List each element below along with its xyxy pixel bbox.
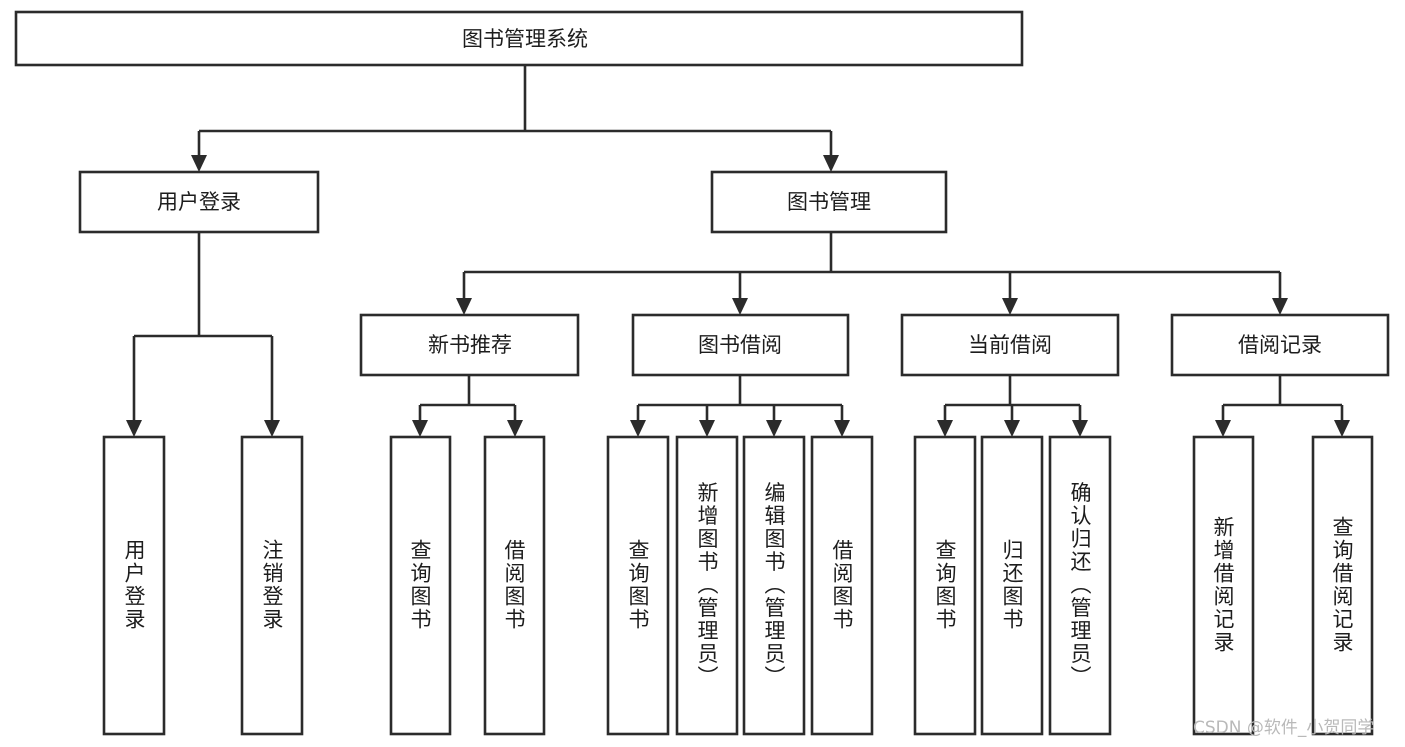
leaf-label: 新增借阅记录 (1211, 516, 1235, 654)
leaf-box[interactable] (675, 435, 739, 736)
leaf-label: 借阅图书 (830, 539, 854, 631)
arrow-head-icon (126, 420, 142, 437)
node-user-login[interactable]: 用户登录 (78, 170, 320, 234)
watermark: CSDN @软件_小贺同学 (1193, 718, 1374, 738)
leaf-book-borrow-3[interactable]: 编辑图书（管理员） (742, 435, 806, 736)
node-new-book-recommend[interactable]: 新书推荐 (359, 313, 580, 377)
arrow-head-icon (1272, 298, 1288, 315)
arrow-head-icon (699, 420, 715, 437)
node-book-management[interactable]: 图书管理 (710, 170, 948, 234)
leaf-label: 查询借阅记录 (1330, 516, 1354, 654)
node-new-book-recommend-box[interactable] (359, 313, 580, 377)
node-book-management-label: 图书管理 (787, 190, 871, 214)
leaf-label: 查询图书 (408, 539, 432, 631)
leaf-box[interactable] (240, 435, 304, 736)
leaf-label: 新增图书（管理员） (695, 482, 719, 689)
node-book-borrow-label: 图书借阅 (698, 333, 782, 357)
node-root-label: 图书管理系统 (462, 27, 588, 51)
leaf-borrow-record-1[interactable]: 新增借阅记录 (1192, 435, 1255, 736)
arrow-head-icon (834, 420, 850, 437)
leaf-new-book-recommend-2[interactable]: 借阅图书 (483, 435, 546, 736)
leaf-box[interactable] (1311, 435, 1374, 736)
leaf-box[interactable] (1048, 435, 1112, 736)
node-new-book-recommend-label: 新书推荐 (428, 333, 512, 357)
leaf-box[interactable] (980, 435, 1044, 736)
leaf-user-login-2[interactable]: 注销登录 (240, 435, 304, 736)
arrow-head-icon (1004, 420, 1020, 437)
leaf-book-borrow-2[interactable]: 新增图书（管理员） (675, 435, 739, 736)
leaf-box[interactable] (102, 435, 166, 736)
leaf-box[interactable] (742, 435, 806, 736)
node-root-box[interactable] (14, 10, 1024, 67)
arrow-head-icon (412, 420, 428, 437)
node-borrow-record[interactable]: 借阅记录 (1170, 313, 1390, 377)
leaf-borrow-record-2[interactable]: 查询借阅记录 (1311, 435, 1374, 736)
node-borrow-record-box[interactable] (1170, 313, 1390, 377)
connector-layer (126, 65, 1350, 437)
node-current-borrow-box[interactable] (900, 313, 1120, 377)
leaf-label: 借阅图书 (502, 539, 526, 631)
node-book-borrow[interactable]: 图书借阅 (631, 313, 850, 377)
leaf-box[interactable] (483, 435, 546, 736)
arrow-head-icon (456, 298, 472, 315)
leaf-current-borrow-2[interactable]: 归还图书 (980, 435, 1044, 736)
leaf-label: 确认归还（管理员） (1068, 482, 1092, 689)
node-book-borrow-box[interactable] (631, 313, 850, 377)
arrow-head-icon (264, 420, 280, 437)
arrow-head-icon (1002, 298, 1018, 315)
leaf-label: 归还图书 (1000, 539, 1024, 631)
leaf-box[interactable] (389, 435, 452, 736)
node-borrow-record-label: 借阅记录 (1238, 333, 1322, 357)
node-book-management-box[interactable] (710, 170, 948, 234)
node-root-book-management-system[interactable]: 图书管理系统 (14, 10, 1024, 67)
leaf-box[interactable] (913, 435, 977, 736)
arrow-head-icon (507, 420, 523, 437)
arrow-head-icon (1334, 420, 1350, 437)
leaf-label: 注销登录 (260, 539, 284, 631)
leaf-label: 用户登录 (122, 539, 146, 631)
leaf-box[interactable] (606, 435, 670, 736)
arrow-head-icon (1072, 420, 1088, 437)
arrow-head-icon (732, 298, 748, 315)
node-current-borrow-label: 当前借阅 (968, 333, 1052, 357)
leaf-book-borrow-1[interactable]: 查询图书 (606, 435, 670, 736)
node-user-login-label: 用户登录 (157, 190, 241, 214)
leaf-current-borrow-3[interactable]: 确认归还（管理员） (1048, 435, 1112, 736)
leaf-label: 编辑图书（管理员） (762, 482, 786, 689)
arrow-head-icon (766, 420, 782, 437)
arrow-head-icon (823, 155, 839, 172)
arrow-head-icon (191, 155, 207, 172)
leaf-current-borrow-1[interactable]: 查询图书 (913, 435, 977, 736)
leaf-book-borrow-4[interactable]: 借阅图书 (810, 435, 874, 736)
leaf-label: 查询图书 (626, 539, 650, 631)
arrow-head-icon (630, 420, 646, 437)
arrow-head-icon (937, 420, 953, 437)
leaf-label: 查询图书 (933, 539, 957, 631)
node-current-borrow[interactable]: 当前借阅 (900, 313, 1120, 377)
leaf-user-login-1[interactable]: 用户登录 (102, 435, 166, 736)
leaf-new-book-recommend-1[interactable]: 查询图书 (389, 435, 452, 736)
arrow-head-icon (1215, 420, 1231, 437)
leaf-box[interactable] (810, 435, 874, 736)
node-user-login-box[interactable] (78, 170, 320, 234)
leaf-box[interactable] (1192, 435, 1255, 736)
